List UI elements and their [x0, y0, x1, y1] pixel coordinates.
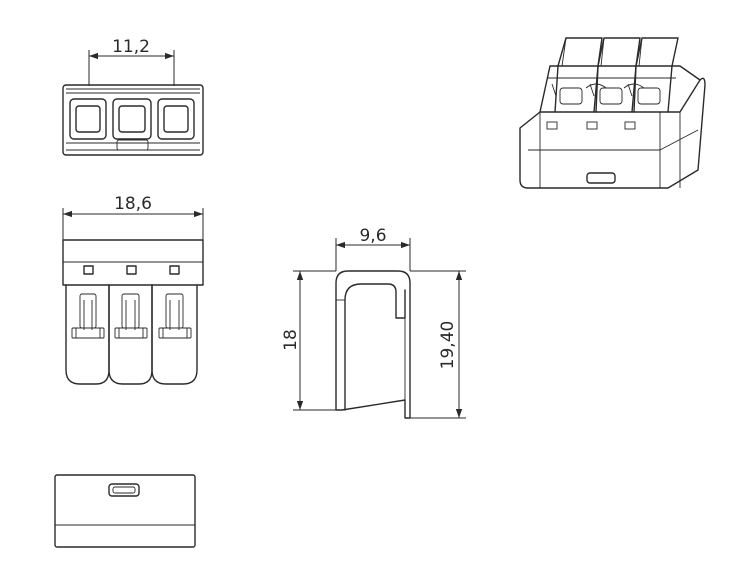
front-view	[62, 239, 204, 385]
dimension-top-width: 11,2	[88, 37, 175, 86]
front-lever-middle	[108, 284, 153, 385]
front-lever-right	[151, 284, 198, 385]
top-view	[62, 84, 204, 156]
dimension-front-width: 18,6	[62, 194, 204, 240]
bottom-view	[54, 474, 196, 548]
side-total-height-label: 19,40	[438, 321, 458, 370]
dimension-side-height: 18	[281, 270, 336, 411]
dimension-side-width: 9,6	[335, 226, 411, 271]
side-width-label: 9,6	[359, 226, 386, 246]
side-view	[335, 270, 411, 419]
front-lever-left	[65, 284, 110, 385]
front-width-label: 18,6	[114, 194, 152, 214]
top-width-label: 11,2	[112, 37, 150, 57]
dimension-side-total-height: 19,40	[410, 270, 466, 419]
side-height-label: 18	[281, 329, 301, 351]
isometric-view	[519, 37, 706, 189]
